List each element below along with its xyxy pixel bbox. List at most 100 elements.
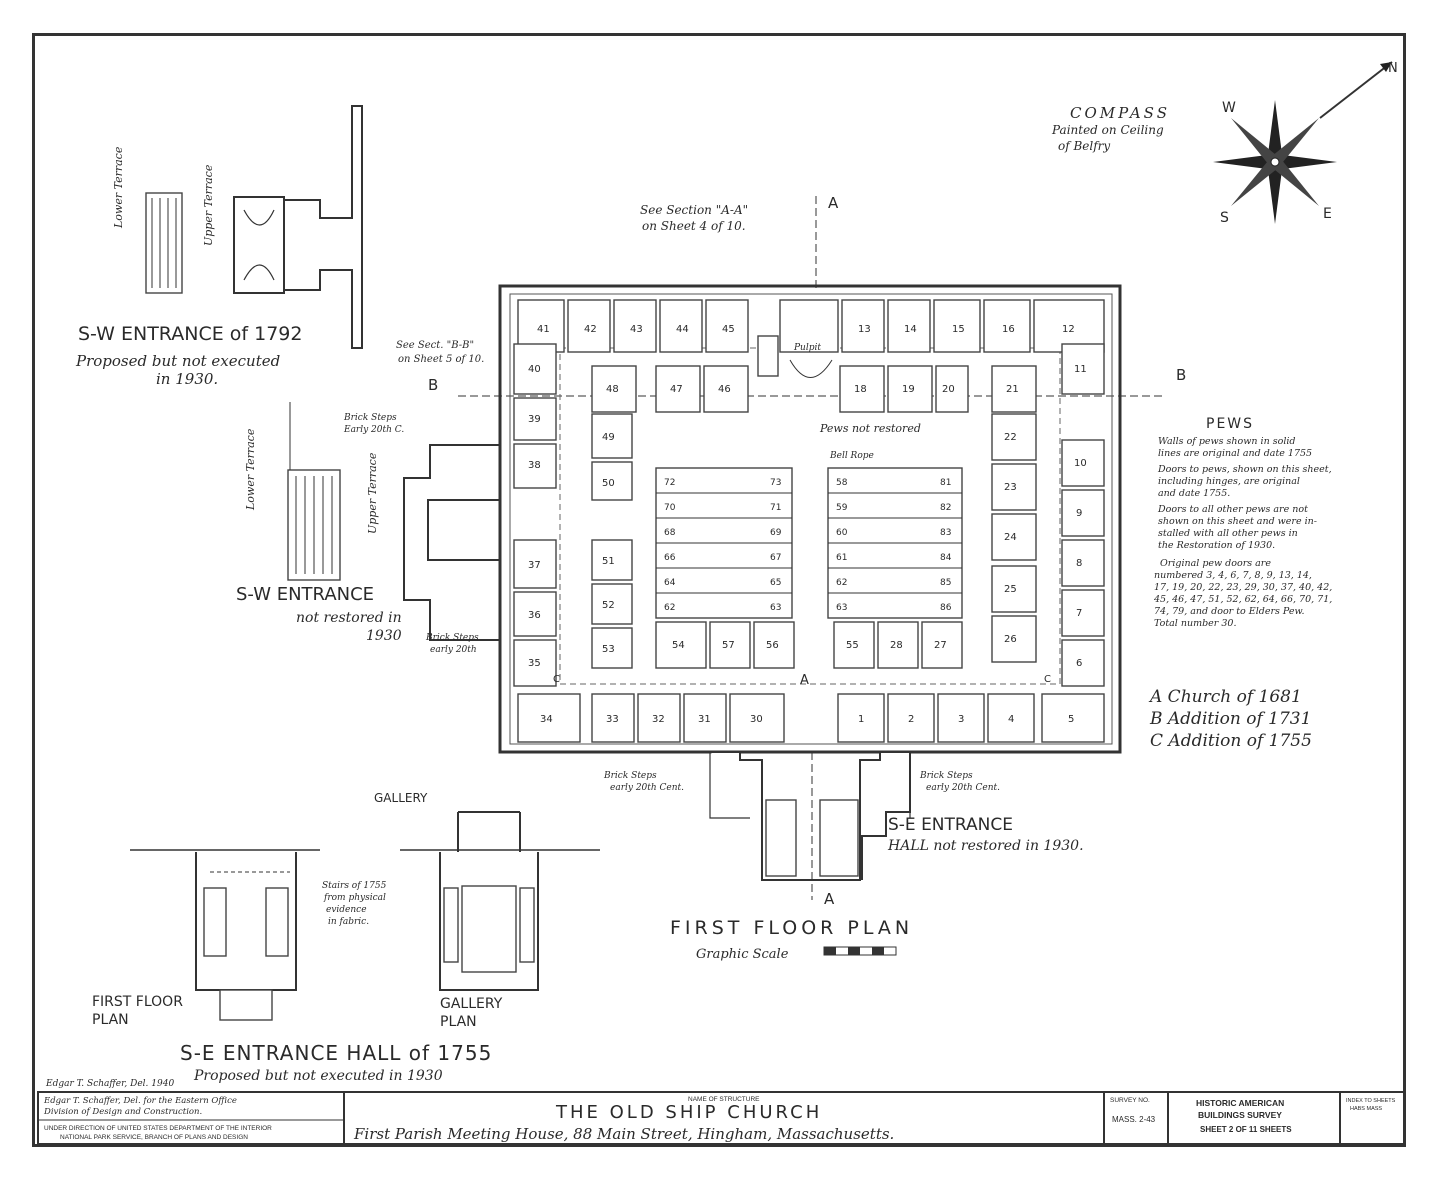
bench-r-3: 60 [836, 528, 848, 538]
bench-r-5: 62 [836, 578, 847, 588]
bench-r-4: 61 [836, 553, 847, 563]
section-a-note2: on Sheet 4 of 10. [642, 219, 746, 233]
section-a-bottom: A [824, 890, 835, 908]
pews-line-5: and date 1755. [1158, 488, 1230, 499]
pew-20: 20 [942, 384, 955, 395]
credit: Edgar T. Schaffer, Del. 1940 [45, 1079, 174, 1089]
stairs-note-1: Stairs of 1755 [322, 881, 387, 891]
sw-line2: not restored in [296, 610, 402, 626]
legend-b: B Addition of 1731 [1149, 709, 1311, 729]
pew-25: 25 [1004, 584, 1017, 595]
plan-scale: Graphic Scale [696, 947, 789, 962]
legend-a: A Church of 1681 [1148, 687, 1302, 707]
pew-24: 24 [1004, 532, 1017, 543]
sw-lower-terrace: Lower Terrace [244, 428, 257, 511]
se-hall-1755: GALLERY Stairs of 1755 from physical evi… [92, 791, 600, 1084]
sw1792-lower-terrace: Lower Terrace [112, 146, 125, 229]
sw-brick-top2: Early 20th C. [343, 425, 404, 435]
pew-9: 9 [1076, 508, 1082, 519]
pews-line-3: Doors to pews, shown on this sheet, [1157, 464, 1332, 475]
pew-1: 1 [858, 714, 864, 725]
pew-16: 16 [1002, 324, 1015, 335]
bench-l-1: 72 [664, 478, 675, 488]
pew-10: 10 [1074, 458, 1087, 469]
habs-line2: BUILDINGS SURVEY [1198, 1110, 1282, 1120]
pew-26: 26 [1004, 634, 1017, 645]
pews-inner-bottom: 54 57 56 55 28 27 [655, 621, 963, 669]
pew-37: 37 [528, 560, 541, 571]
section-b-right: B [1176, 366, 1186, 384]
under-line2: NATIONAL PARK SERVICE, BRANCH OF PLANS A… [60, 1134, 248, 1141]
sw-line3: 1930 [366, 628, 402, 644]
compass-e: E [1323, 206, 1332, 222]
area-c-left: C [553, 674, 560, 685]
pew-44: 44 [676, 324, 689, 335]
pews-inner-top: 48 47 46 18 19 20 21 [591, 365, 1037, 413]
se-brick-left2: early 20th Cent. [610, 783, 684, 793]
pew-39: 39 [528, 414, 541, 425]
pew-13: 13 [858, 324, 871, 335]
compass-sub2: of Belfry [1058, 139, 1110, 153]
pews-line-15: Total number 30. [1154, 618, 1236, 629]
pews-line-7: shown on this sheet and were in- [1158, 516, 1317, 527]
pew-7: 7 [1076, 608, 1082, 619]
compass-n: N [1388, 61, 1398, 76]
name-label: NAME OF STRUCTURE [688, 1096, 760, 1103]
pew-42: 42 [584, 324, 597, 335]
se-brick-right2: early 20th Cent. [926, 783, 1000, 793]
pew-12: 12 [1062, 324, 1075, 335]
pew-19: 19 [902, 384, 915, 395]
stairs-note-4: in fabric. [328, 917, 369, 927]
pulpit-label: Pulpit [793, 343, 821, 353]
pew-5: 5 [1068, 714, 1074, 725]
drawn-line1: Edgar T. Schaffer, Del. for the Eastern … [43, 1096, 237, 1106]
bench-l2-3: 69 [770, 528, 782, 538]
gallery-heading: GALLERY [374, 791, 428, 805]
bench-r2-1: 81 [940, 478, 951, 488]
index-line2: HABS MASS [1350, 1106, 1382, 1112]
bench-r-6: 63 [836, 603, 847, 613]
bench-l2-5: 65 [770, 578, 781, 588]
sw-brick-bot2: early 20th [430, 645, 477, 655]
bench-r2-3: 83 [940, 528, 951, 538]
se-brick-left: Brick Steps [603, 771, 657, 781]
sw1792-line3: in 1930. [156, 370, 218, 388]
bench-l2-4: 67 [770, 553, 781, 563]
pew-28: 28 [890, 640, 903, 651]
survey-no: MASS. 2-43 [1112, 1115, 1156, 1124]
bell-rope: Bell Rope [829, 451, 874, 461]
compass-s: S [1220, 210, 1229, 226]
sw-upper-terrace: Upper Terrace [366, 452, 379, 534]
section-a-top: A [828, 194, 839, 212]
section-a-note: See Section "A-A" [640, 203, 748, 217]
sw1792-title: S-W ENTRANCE of 1792 [78, 323, 302, 345]
pew-30: 30 [750, 714, 763, 725]
pew-57: 57 [722, 640, 735, 651]
sw-brick-bot: Brick Steps [425, 633, 479, 643]
pew-8: 8 [1076, 558, 1082, 569]
pew-27: 27 [934, 640, 947, 651]
sw1792-upper-terrace: Upper Terrace [202, 164, 215, 246]
bench-r-1: 58 [836, 478, 848, 488]
bench-l2-6: 63 [770, 603, 781, 613]
stairs-note-2: from physical [323, 893, 386, 903]
bench-r2-6: 86 [940, 603, 952, 613]
pews-right-col: 11 10 9 8 7 6 [1061, 343, 1105, 687]
gallery-plan-label: GALLERY [440, 996, 503, 1012]
compass-title: COMPASS [1070, 104, 1170, 122]
bench-r2-2: 82 [940, 503, 951, 513]
habs-line1: HISTORIC AMERICAN [1196, 1098, 1284, 1108]
structure-name: THE OLD SHIP CHURCH [555, 1102, 822, 1123]
bench-l2-2: 71 [770, 503, 781, 513]
area-c-right: C [1044, 674, 1051, 685]
pews-line-9: the Restoration of 1930. [1158, 540, 1275, 551]
pew-43: 43 [630, 324, 643, 335]
pew-33: 33 [606, 714, 619, 725]
pew-36: 36 [528, 610, 541, 621]
sw-title: S-W ENTRANCE [236, 584, 374, 605]
bench-l-2: 70 [664, 503, 676, 513]
bench-block-left: 72 70 68 66 64 62 73 71 69 67 65 63 [655, 467, 793, 619]
ff-plan-label2: PLAN [92, 1012, 129, 1028]
se-hall-label: S-E ENTRANCE HALL not restored in 1930. [887, 815, 1084, 854]
